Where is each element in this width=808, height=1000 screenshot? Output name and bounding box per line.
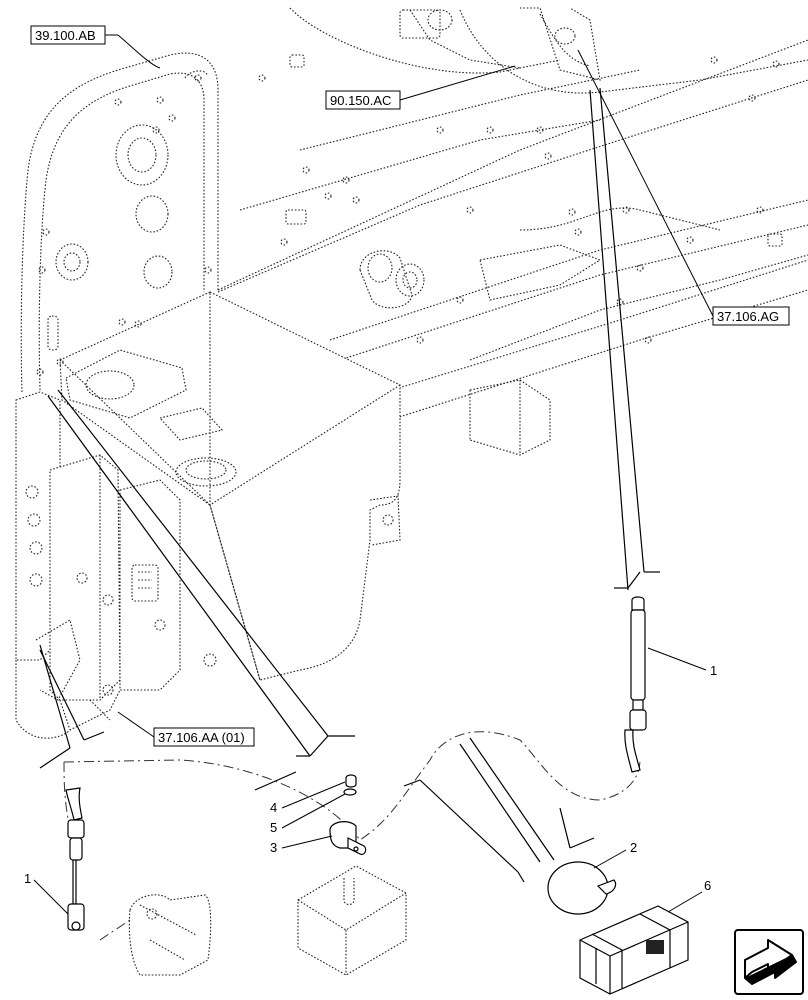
callout-4: 4 <box>270 800 277 815</box>
kit-box <box>579 905 689 995</box>
callout-5: 5 <box>270 820 277 835</box>
svg-text:2: 2 <box>630 840 637 855</box>
svg-text:5: 5 <box>270 820 277 835</box>
chassis-illustration <box>15 7 808 739</box>
mounting-bracket <box>128 894 212 976</box>
callout-2: 2 <box>630 840 637 855</box>
callout-6: 6 <box>704 878 711 893</box>
clamp-assembly <box>297 774 407 976</box>
reference-90-150-ac[interactable]: 90.150.AC <box>325 90 401 110</box>
svg-text:37.106.AG: 37.106.AG <box>717 309 779 324</box>
arrow-forward-icon[interactable] <box>734 929 804 995</box>
svg-text:6: 6 <box>704 878 711 893</box>
reference-37-106-aa-01[interactable]: 37.106.AA (01) <box>153 727 255 747</box>
callout-1-left: 1 <box>24 871 31 886</box>
callout-3: 3 <box>270 840 277 855</box>
sensor-right <box>624 596 647 773</box>
svg-text:1: 1 <box>24 871 31 886</box>
cable-tie <box>547 861 617 915</box>
svg-text:37.106.AA (01): 37.106.AA (01) <box>158 730 245 745</box>
sensor-left <box>65 787 85 931</box>
svg-text:39.100.AB: 39.100.AB <box>35 28 96 43</box>
reference-37-106-ag[interactable]: 37.106.AG <box>712 306 790 326</box>
bolt-dots <box>36 56 780 376</box>
callout-1-right: 1 <box>710 663 717 678</box>
svg-text:3: 3 <box>270 840 277 855</box>
harness-bracket-line <box>99 919 131 941</box>
svg-text:4: 4 <box>270 800 277 815</box>
reference-39-100-ab[interactable]: 39.100.AB <box>30 25 106 45</box>
section-break-lines <box>39 87 660 883</box>
svg-text:90.150.AC: 90.150.AC <box>330 93 391 108</box>
svg-text:1: 1 <box>710 663 717 678</box>
